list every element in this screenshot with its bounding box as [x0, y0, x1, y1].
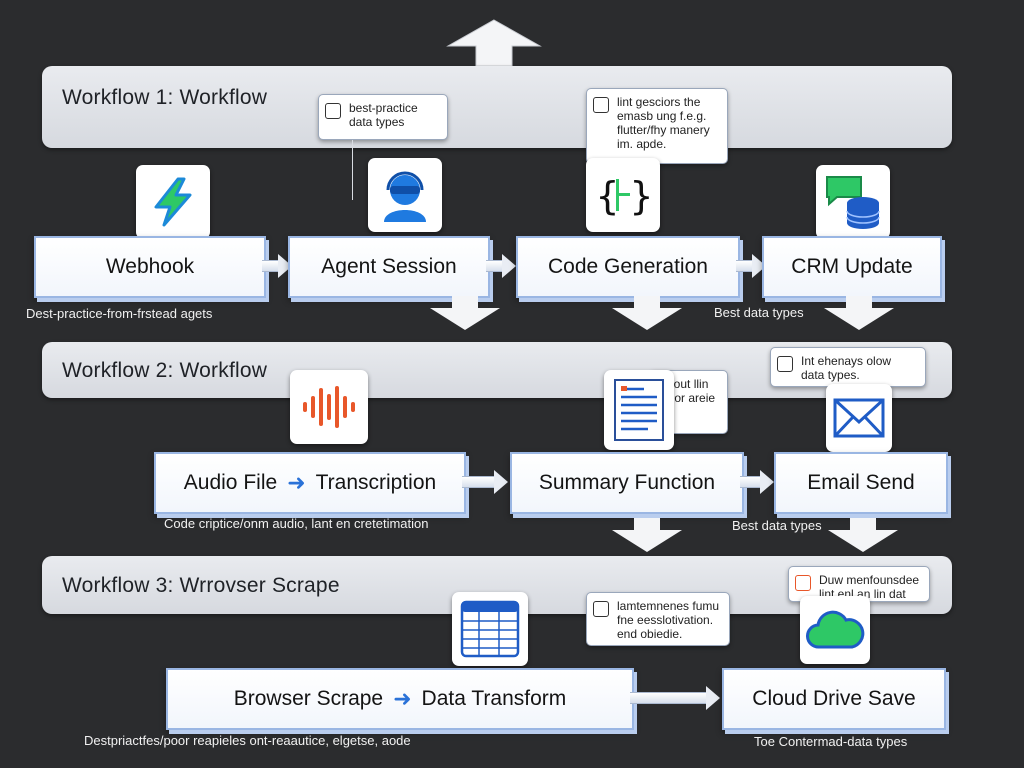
note-icon — [325, 103, 341, 119]
note-icon — [795, 575, 811, 591]
workflow-3-note-left: Destpriactfes/poor reapieles ont-reaauti… — [84, 733, 411, 748]
webhook-icon-card — [136, 165, 210, 239]
callout-pointer — [352, 140, 353, 200]
down-arrow — [612, 518, 682, 552]
workflow-1-note-left: Dest-practice-from-frstead agets — [26, 306, 213, 321]
agent-icon-card — [368, 158, 442, 232]
workflow-1-title: Workflow 1: Workflow — [62, 86, 268, 109]
code-braces-icon: { } — [596, 174, 652, 218]
workflow-1-note-right: Best data types — [714, 305, 804, 320]
audio-icon-card — [290, 370, 368, 444]
svg-text:{: { — [596, 174, 619, 218]
email-icon — [833, 398, 885, 438]
node-browser-scrape-transform[interactable]: Browser Scrape ➜ Data Transform — [166, 668, 634, 730]
down-arrow — [612, 296, 682, 330]
workflow-3-title: Workflow 3: Wrrovser Scrape — [62, 574, 340, 597]
crm-icon-card — [816, 165, 890, 239]
cloud-icon — [806, 610, 865, 649]
arrow-right-icon: ➜ — [393, 686, 412, 711]
spreadsheet-icon — [460, 600, 520, 658]
code-icon-card: { } — [586, 158, 660, 232]
workflow-1-callout-2: lint gesciors the emasb ung f.e.g. flutt… — [586, 88, 728, 164]
node-summary-function[interactable]: Summary Function — [510, 452, 744, 514]
agent-headset-icon — [384, 171, 426, 222]
workflow-1-callout-1: best-practice data types — [318, 94, 448, 140]
connector-arrow — [262, 254, 292, 278]
node-audio-transcription[interactable]: Audio File ➜ Transcription — [154, 452, 466, 514]
workflow-2-callout-2: Int ehenays olow data types. — [770, 347, 926, 387]
node-agent-session[interactable]: Agent Session — [288, 236, 490, 298]
note-icon — [593, 601, 609, 617]
node-code-generation[interactable]: Code Generation — [516, 236, 740, 298]
workflow-3-callout-1: lamtemnenes fumu fne eesslotivation. end… — [586, 592, 730, 646]
email-icon-card — [826, 384, 892, 452]
workflow-2-note-right: Best data types — [732, 518, 822, 533]
node-email-send[interactable]: Email Send — [774, 452, 948, 514]
lightning-icon — [154, 177, 192, 227]
crm-database-icon — [826, 176, 880, 229]
connector-arrow — [740, 470, 774, 494]
cloud-icon-card — [800, 596, 870, 664]
note-icon — [777, 356, 793, 372]
svg-text:}: } — [630, 174, 652, 218]
workflow-2-note-left: Code criptice/onm audio, lant en creteti… — [164, 516, 429, 531]
node-crm-update[interactable]: CRM Update — [762, 236, 942, 298]
connector-arrow — [736, 254, 766, 278]
connector-arrow — [630, 686, 720, 710]
down-arrow — [430, 296, 500, 330]
note-icon — [593, 97, 609, 113]
node-webhook[interactable]: Webhook — [34, 236, 266, 298]
workflow-3-note-right: Toe Contermad-data types — [754, 734, 908, 749]
top-up-arrow — [446, 19, 542, 66]
connector-arrow — [486, 254, 516, 278]
connector-arrow — [462, 470, 508, 494]
audio-wave-icon — [303, 386, 355, 428]
document-icon-card — [604, 370, 674, 450]
workflow-2-title: Workflow 2: Workflow — [62, 359, 268, 382]
document-icon — [614, 379, 664, 441]
workflow-1-band: Workflow 1: Workflow — [42, 66, 952, 148]
arrow-right-icon: ➜ — [287, 470, 306, 495]
spreadsheet-icon-card — [452, 592, 528, 666]
down-arrow — [828, 518, 898, 552]
down-arrow — [824, 296, 894, 330]
node-cloud-drive-save[interactable]: Cloud Drive Save — [722, 668, 946, 730]
